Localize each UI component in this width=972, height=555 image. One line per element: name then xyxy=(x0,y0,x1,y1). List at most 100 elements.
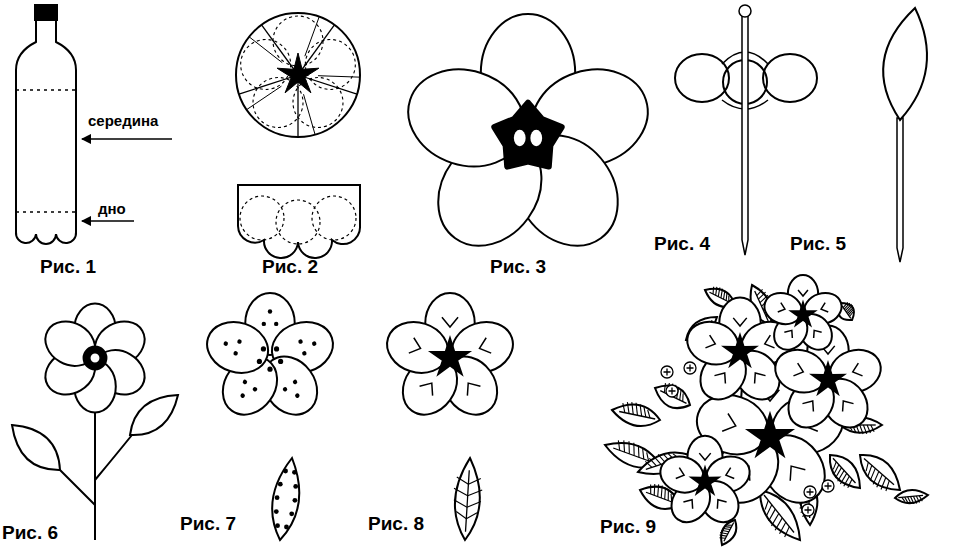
drawing-stroke xyxy=(905,497,908,503)
figure-label: Рис. 6 xyxy=(2,523,58,544)
drawing-stroke xyxy=(292,470,297,475)
drawing-stroke xyxy=(628,441,629,454)
drawing-stroke xyxy=(237,339,243,345)
drawing-stroke xyxy=(661,486,663,498)
drawing-stroke xyxy=(262,322,266,326)
figure-label: Рис. 4 xyxy=(654,234,710,255)
drawing-stroke xyxy=(284,525,289,530)
leaf xyxy=(655,383,690,408)
leaf xyxy=(130,395,178,435)
drawing-stroke xyxy=(240,393,246,399)
star-center xyxy=(791,303,814,325)
star-center xyxy=(748,414,792,456)
drawing-stroke xyxy=(720,533,728,534)
drawing-stroke xyxy=(666,385,678,397)
drawing-stroke xyxy=(742,12,748,255)
drawing-stroke xyxy=(253,78,303,128)
drawing-stroke xyxy=(705,335,717,350)
drawing-stroke xyxy=(886,481,889,491)
drawing-stroke xyxy=(241,39,291,89)
drawing-stroke xyxy=(409,338,423,356)
drawing-stroke xyxy=(769,509,776,521)
drawing-stroke xyxy=(294,393,300,399)
drawing-stroke xyxy=(843,302,848,307)
part-label: дно xyxy=(96,201,128,218)
drawing-stroke xyxy=(669,388,676,395)
drawing-stroke xyxy=(275,523,280,528)
drawing-stroke xyxy=(468,490,483,496)
drawing-stroke xyxy=(640,404,642,416)
drawing-stroke xyxy=(684,362,696,374)
drawing-stroke xyxy=(477,338,491,356)
berry xyxy=(661,366,673,378)
drawing-stroke xyxy=(305,17,319,56)
drawing-stroke xyxy=(784,461,806,481)
leaf xyxy=(12,425,60,470)
drawing-stroke xyxy=(802,397,818,412)
drawing-stroke xyxy=(683,496,696,508)
drawing-stroke xyxy=(298,339,304,345)
drawing-stroke xyxy=(442,317,458,327)
drawing-stroke xyxy=(721,289,723,298)
drawing-stroke xyxy=(805,507,812,514)
drawing-stroke xyxy=(311,341,317,347)
star-center xyxy=(277,53,319,93)
drawing-stroke xyxy=(750,369,766,384)
drawing-stroke xyxy=(638,445,640,457)
drawing-stroke xyxy=(763,54,817,102)
drawing-stroke xyxy=(881,478,886,490)
needle-with-leaf xyxy=(883,8,927,262)
drawing-stroke xyxy=(916,496,919,502)
drawing-stroke xyxy=(722,414,738,435)
drawing-stroke xyxy=(870,468,875,480)
drawing-stroke xyxy=(274,346,279,351)
drawing-stroke xyxy=(293,498,298,503)
leaf xyxy=(272,458,299,540)
drawing-stroke xyxy=(293,78,343,128)
drawing-stroke xyxy=(618,440,619,450)
drawing-stroke xyxy=(612,404,660,426)
flower xyxy=(37,303,152,412)
drawing-stroke xyxy=(623,440,625,452)
drawing-stroke xyxy=(275,495,280,500)
drawing-stroke xyxy=(713,496,726,508)
drawing-stroke xyxy=(257,359,262,364)
drawing-stroke xyxy=(247,86,282,109)
drawing-stroke xyxy=(718,288,720,297)
drawing-stroke xyxy=(883,8,927,120)
drawing-stroke xyxy=(242,379,248,385)
drawing-stroke xyxy=(721,520,736,545)
drawing-stroke xyxy=(90,353,100,363)
drawing-stroke xyxy=(712,287,714,294)
drawing-stroke xyxy=(278,359,283,364)
drawing-stroke xyxy=(780,522,786,534)
drawing-stroke xyxy=(860,425,863,434)
drawing-stroke xyxy=(765,500,768,509)
drawing-stroke xyxy=(468,478,480,484)
drawing-stroke xyxy=(871,425,874,432)
star-center xyxy=(812,363,844,393)
drawing-stroke xyxy=(514,130,526,147)
drawing-stroke xyxy=(676,468,686,481)
drawing-stroke xyxy=(830,455,860,488)
drawing-stroke xyxy=(292,379,298,385)
drawing-stroke xyxy=(462,378,481,395)
drawing-stroke xyxy=(654,456,661,464)
drawing-stroke xyxy=(650,484,651,494)
drawing-stroke xyxy=(233,351,239,357)
drawing-stroke xyxy=(648,410,650,418)
figure-label: Рис. 8 xyxy=(368,514,424,535)
drawing-stroke xyxy=(466,470,470,532)
drawing-stroke xyxy=(725,526,731,528)
drawing-stroke xyxy=(643,448,644,459)
drawing-stroke xyxy=(289,511,294,516)
drawing-stroke xyxy=(877,475,883,488)
flower xyxy=(200,293,339,425)
drawing-stroke xyxy=(919,496,922,501)
bottle-figure xyxy=(16,5,172,244)
drawing-stroke xyxy=(12,425,60,470)
berry xyxy=(684,362,696,374)
drawing-stroke xyxy=(897,118,903,262)
drawing-stroke xyxy=(647,452,649,460)
